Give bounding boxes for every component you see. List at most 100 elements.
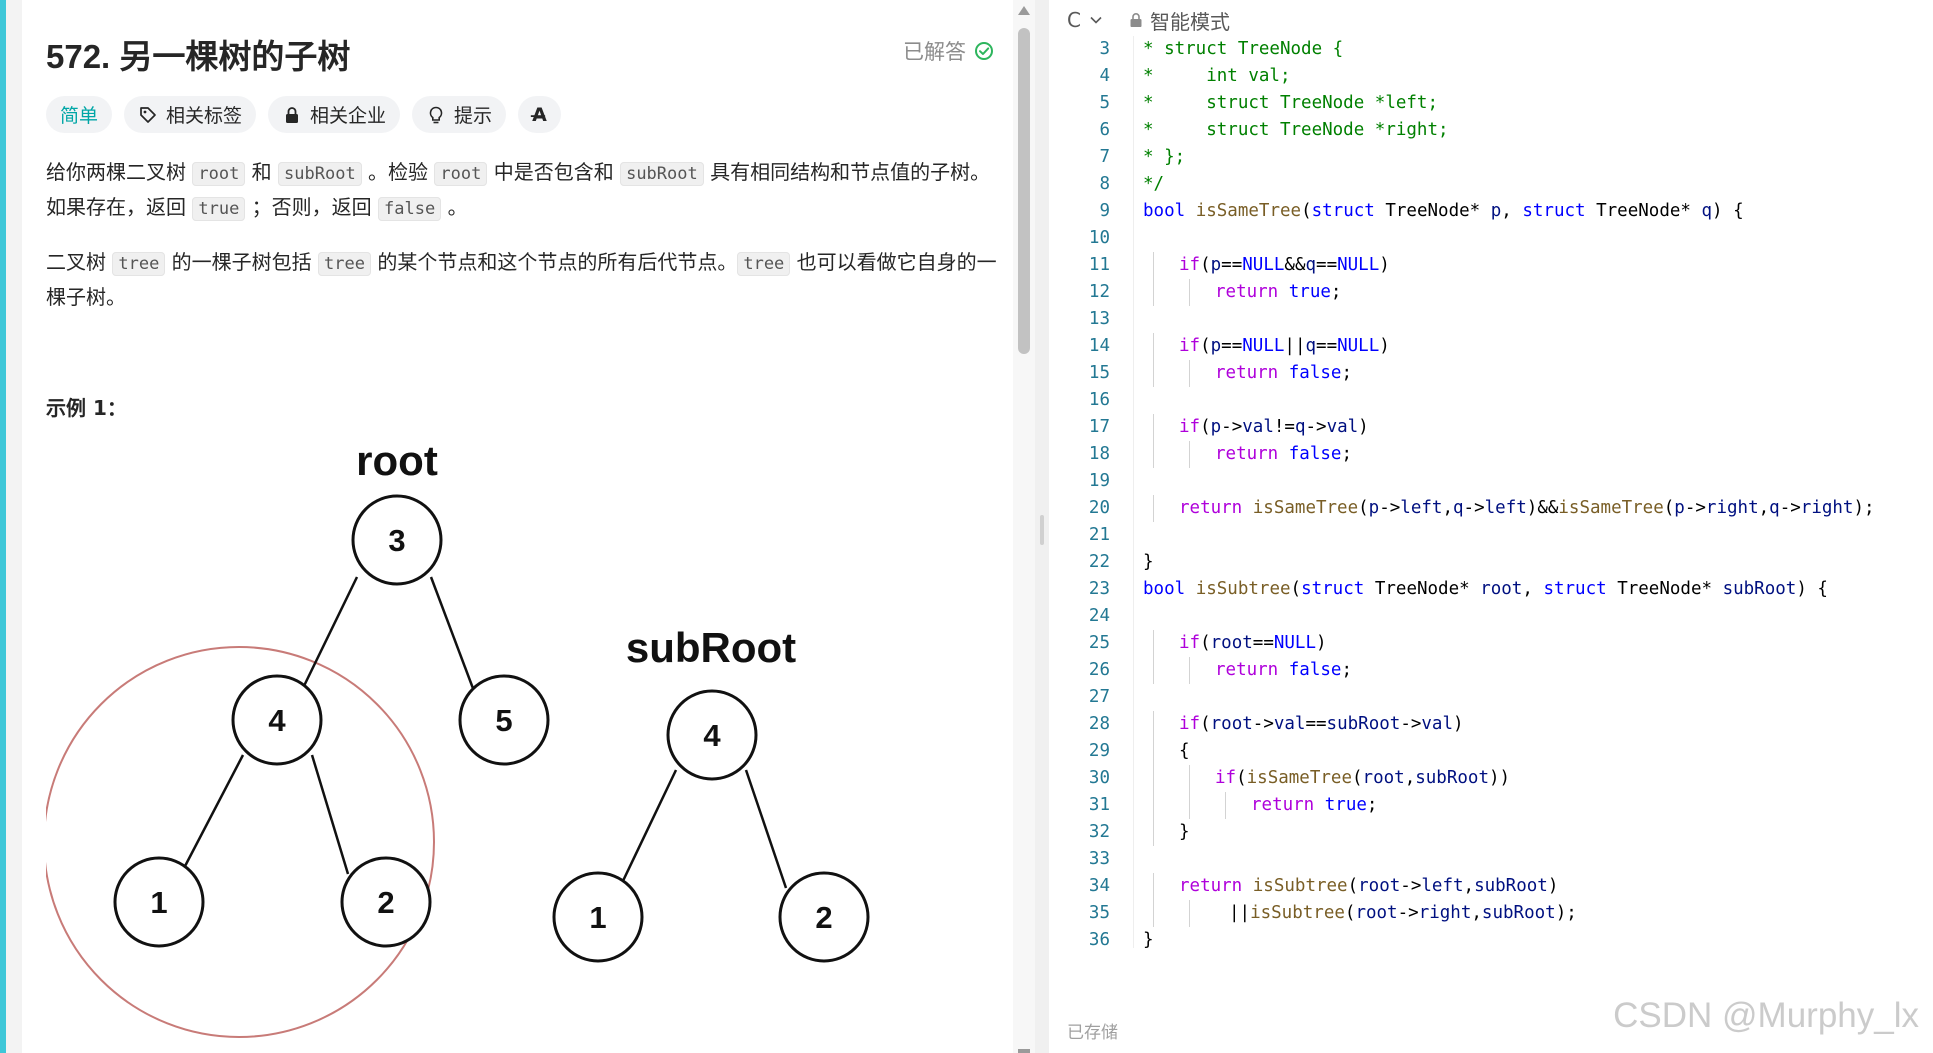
code-line-text: if(p==NULL&&q==NULL): [1179, 252, 1390, 279]
related-companies-button[interactable]: 相关企业: [268, 96, 401, 133]
scroll-down-arrow-icon[interactable]: [1018, 1049, 1030, 1053]
indent-guide: [1153, 360, 1154, 387]
text: 也可以看做它自身的一棵子树。: [46, 250, 997, 309]
code-line[interactable]: 6* struct TreeNode *right;: [1049, 117, 1933, 144]
code-token: );: [1555, 903, 1577, 923]
code-line[interactable]: 13: [1049, 306, 1933, 333]
indent-guide: [1153, 738, 1154, 765]
smart-mode-toggle[interactable]: 智能模式: [1129, 6, 1230, 35]
code-line[interactable]: 21: [1049, 522, 1933, 549]
code-token: return: [1215, 444, 1279, 464]
code-line[interactable]: 16: [1049, 387, 1933, 414]
code-token: ||: [1229, 903, 1251, 923]
subroot-label: subRoot: [626, 624, 796, 671]
code-token: NULL: [1242, 336, 1285, 356]
code-line[interactable]: 4* int val;: [1049, 63, 1933, 90]
code-token: return: [1179, 498, 1243, 518]
indent-guide: [1153, 873, 1154, 900]
code-line[interactable]: 35||isSubtree(root->right,subRoot);: [1049, 900, 1933, 927]
language-select[interactable]: C: [1067, 8, 1103, 32]
code-token: if: [1179, 633, 1201, 653]
code-token: left: [1484, 498, 1527, 518]
scrollbar-thumb[interactable]: [1018, 28, 1030, 354]
line-number: 22: [1088, 552, 1110, 572]
inline-code: tree: [737, 252, 791, 276]
code-token: ): [1547, 876, 1559, 896]
code-token: p: [1490, 201, 1502, 221]
code-line[interactable]: 32}: [1049, 819, 1933, 846]
code-token: );: [1853, 498, 1875, 518]
code-token: q: [1453, 498, 1464, 518]
code-line[interactable]: 36}: [1049, 927, 1933, 948]
splitter-grip-icon[interactable]: [1040, 515, 1044, 545]
hint-button[interactable]: 提示: [412, 96, 507, 133]
code-token: * struct TreeNode *left;: [1143, 93, 1439, 113]
code-line-text: return false;: [1215, 441, 1352, 468]
code-area[interactable]: 3* struct TreeNode {4* int val;5* struct…: [1049, 36, 1933, 948]
code-line[interactable]: 7* };: [1049, 144, 1933, 171]
subroot-tree: 4 1 2: [552, 689, 870, 963]
difficulty-tag[interactable]: 简单: [46, 96, 113, 133]
code-line[interactable]: 19: [1049, 468, 1933, 495]
code-line[interactable]: 5* struct TreeNode *left;: [1049, 90, 1933, 117]
code-token: subRoot: [1415, 768, 1489, 788]
code-token: q: [1294, 417, 1306, 437]
code-line[interactable]: 33: [1049, 846, 1933, 873]
code-line[interactable]: 3* struct TreeNode {: [1049, 36, 1933, 63]
code-token: ) {: [1796, 579, 1828, 599]
code-line-text: bool isSubtree(struct TreeNode* root, st…: [1143, 576, 1828, 603]
inline-code: false: [378, 197, 442, 221]
code-token: ==: [1221, 255, 1243, 275]
code-token: * };: [1143, 147, 1186, 167]
text: ；否则，返回: [245, 195, 379, 219]
line-number: 12: [1088, 282, 1110, 302]
indent-guide: [1153, 279, 1154, 306]
tree-node: [666, 689, 758, 781]
code-token: ,: [1463, 876, 1475, 896]
code-token: ->: [1779, 498, 1801, 518]
chevron-down-icon: [1090, 16, 1102, 24]
tree-node: [778, 871, 870, 963]
code-line[interactable]: 24: [1049, 603, 1933, 630]
code-line[interactable]: 27: [1049, 684, 1933, 711]
code-token: ||: [1284, 336, 1306, 356]
code-token: root: [1358, 876, 1401, 896]
scroll-up-arrow-icon[interactable]: [1018, 6, 1030, 15]
code-token: if: [1179, 714, 1201, 734]
code-token: if: [1179, 255, 1201, 275]
line-number: 25: [1088, 633, 1110, 653]
code-line[interactable]: 10: [1049, 225, 1933, 252]
code-line-text: {: [1179, 738, 1190, 765]
description-paragraph-1: 给你两棵二叉树 root 和 subRoot 。检验 root 中是否包含和 s…: [46, 156, 1006, 226]
code-token: q: [1305, 336, 1317, 356]
description-scrollbar[interactable]: [1013, 0, 1035, 1053]
code-token: val: [1421, 714, 1453, 734]
code-line[interactable]: 8*/: [1049, 171, 1933, 198]
panel-splitter[interactable]: [1035, 0, 1049, 1053]
code-line[interactable]: 22}: [1049, 549, 1933, 576]
code-line[interactable]: 29{: [1049, 738, 1933, 765]
code-token: true: [1324, 795, 1367, 815]
related-tags-button[interactable]: 相关标签: [124, 96, 257, 133]
text: 的一棵子树包括: [165, 250, 319, 274]
code-token: NULL: [1337, 255, 1380, 275]
code-token: TreeNode*: [1585, 201, 1702, 221]
code-token: isSameTree: [1558, 498, 1664, 518]
tag-row: 简单 相关标签 相关企业 提示 A̶: [46, 96, 561, 133]
translate-button[interactable]: A̶: [518, 96, 561, 133]
